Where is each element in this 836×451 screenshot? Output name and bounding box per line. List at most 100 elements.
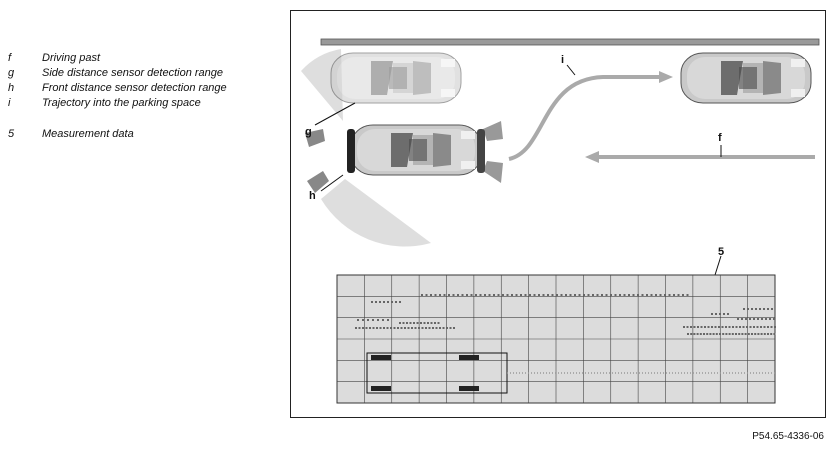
measurement-point — [506, 294, 509, 296]
measurement-point — [747, 333, 750, 335]
figure-reference: P54.65-4336-06 — [752, 431, 824, 442]
label-g: g — [305, 126, 312, 138]
legend-key: h — [8, 82, 15, 94]
measurement-point — [443, 294, 446, 296]
measurement-point — [725, 326, 727, 328]
measurement-point — [587, 294, 590, 296]
measurement-point — [515, 294, 518, 296]
rear-sensor-beam — [483, 161, 503, 183]
measurement-point — [430, 322, 433, 324]
label-h-leader — [320, 174, 344, 192]
measurement-point — [430, 294, 432, 296]
measurement-point — [488, 294, 491, 296]
measurement-point — [435, 327, 438, 329]
measurement-point — [484, 294, 486, 296]
measurement-point — [529, 294, 531, 296]
measurement-point — [718, 326, 720, 328]
measurement-point — [372, 319, 374, 321]
measurement-point — [372, 327, 375, 329]
measurement-point — [434, 294, 437, 296]
measurement-point — [497, 294, 500, 296]
measurement-point — [379, 327, 382, 329]
measurement-point — [741, 318, 743, 320]
measurement-point — [479, 294, 482, 296]
measurement-point — [742, 326, 745, 328]
measurement-point — [387, 319, 389, 321]
measurement-point — [437, 322, 440, 324]
measurement-point — [767, 308, 769, 310]
measurement-point — [751, 308, 753, 310]
trajectory-path — [508, 75, 661, 161]
measurement-point — [369, 327, 371, 329]
measurement-point — [406, 322, 408, 324]
measurement-grid — [336, 274, 776, 404]
measurement-point — [741, 333, 744, 335]
measurement-point — [749, 326, 752, 328]
measurement-point — [759, 308, 761, 310]
measurement-point — [763, 326, 766, 328]
measurement-point — [421, 327, 424, 329]
front-sensor-beam — [307, 171, 329, 193]
measurement-point — [682, 294, 684, 296]
measurement-point — [416, 322, 419, 324]
measurement-point — [383, 327, 385, 329]
measurement-point — [763, 308, 765, 310]
measurement-point — [418, 327, 420, 329]
measurement-point — [446, 327, 448, 329]
measurement-point — [728, 333, 731, 335]
diagram-svg: i f g h 5 — [301, 38, 820, 404]
measurement-point — [367, 319, 369, 321]
measurement-point — [457, 294, 459, 296]
legend-item-h: h Front distance sensor detection range — [8, 82, 288, 97]
measurement-point — [706, 333, 709, 335]
measurement-point — [683, 326, 685, 328]
measurement-point — [355, 327, 357, 329]
measurement-point — [728, 326, 731, 328]
measurement-point — [754, 333, 757, 335]
legend-item-g: g Side distance sensor detection range — [8, 67, 288, 82]
measurement-point — [771, 308, 773, 310]
measurement-point — [735, 333, 737, 335]
front-sensor-beam — [305, 129, 325, 147]
measurement-point — [632, 294, 635, 296]
measurement-point — [668, 294, 671, 296]
measurement-point — [362, 319, 364, 321]
measurement-point — [411, 327, 413, 329]
measurement-point — [387, 301, 389, 303]
measurement-point — [756, 326, 759, 328]
measurement-point — [574, 294, 576, 296]
measurement-point — [409, 322, 412, 324]
measurement-point — [428, 327, 431, 329]
measurement-point — [727, 313, 729, 315]
measurement-point — [377, 319, 379, 321]
measurement-point — [569, 294, 572, 296]
measurement-point — [723, 313, 725, 315]
measurement-point — [637, 294, 639, 296]
measurement-point — [697, 326, 699, 328]
parking-car — [350, 124, 482, 176]
legend-text: Measurement data — [42, 128, 134, 140]
measurement-point — [420, 322, 422, 324]
measurement-point — [738, 333, 741, 335]
measurement-point — [753, 318, 755, 320]
measurement-point — [751, 333, 753, 335]
measurement-point — [461, 294, 464, 296]
legend-text: Trajectory into the parking space — [42, 97, 201, 109]
label-i-leader — [566, 64, 576, 76]
measurement-point — [711, 313, 713, 315]
measurement-point — [712, 333, 715, 335]
measurement-point — [673, 294, 675, 296]
measurement-point — [700, 326, 703, 328]
measurement-point — [551, 294, 554, 296]
measurement-point — [690, 326, 692, 328]
measurement-point — [605, 294, 608, 296]
measurement-point — [773, 318, 775, 320]
measurement-point — [358, 327, 361, 329]
measurement-point — [722, 333, 725, 335]
measurement-point — [731, 333, 734, 335]
measurement-point — [448, 294, 450, 296]
measurement-point — [769, 318, 771, 320]
parked-car — [680, 52, 812, 104]
rear-sensor-beam — [483, 121, 503, 141]
measurement-point — [427, 322, 429, 324]
